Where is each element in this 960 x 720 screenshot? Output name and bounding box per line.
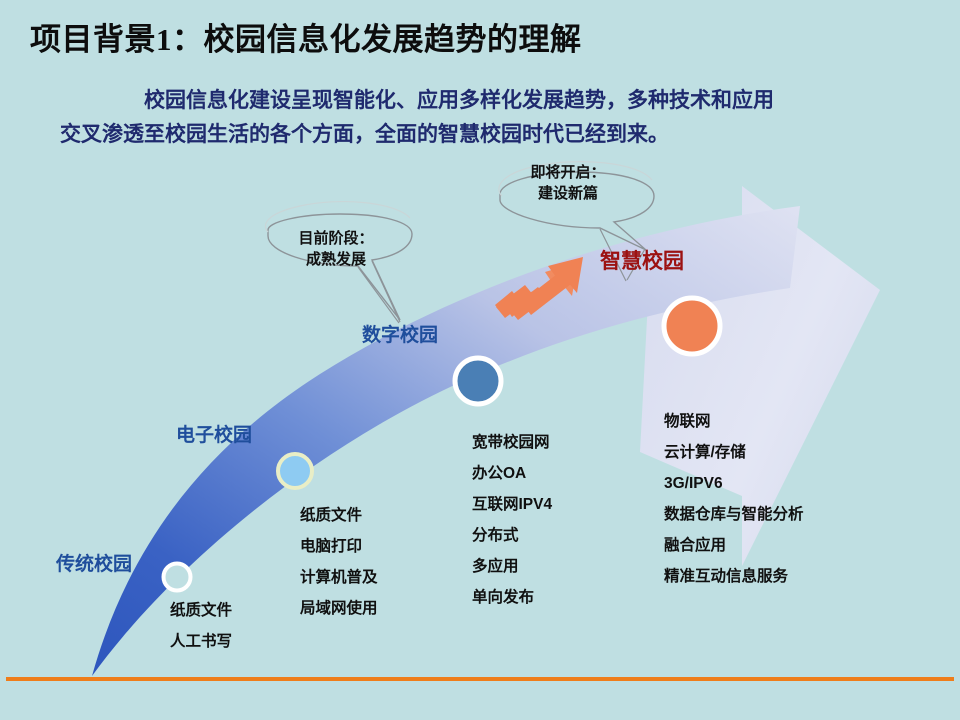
list-item: 精准互动信息服务 <box>664 568 789 585</box>
callout-current-stage-text: 目前阶段： 成熟发展 <box>276 228 396 270</box>
feature-list-smart-campus: 物联网 云计算/存储 3G/IPV6 数据仓库与智能分析 融合应用 精准互动信息… <box>664 406 804 592</box>
stage-label-digital-campus: 数字校园 <box>362 325 439 346</box>
list-item: 多应用 <box>472 558 519 575</box>
list-item: 互联网IPV4 <box>472 496 553 513</box>
list-item: 融合应用 <box>664 537 727 554</box>
callout-upcoming-stage-text: 即将开启： 建设新篇 <box>508 162 628 204</box>
list-item: 局域网使用 <box>300 600 378 617</box>
stage-marker-digital-campus <box>452 355 504 407</box>
list-item: 云计算/存储 <box>664 444 746 461</box>
subtitle-block: 校园信息化建设呈现智能化、应用多样化发展趋势，多种技术和应用 交叉渗透至校园生活… <box>60 84 910 152</box>
list-item: 宽带校园网 <box>472 434 550 451</box>
feature-list-digital-campus: 宽带校园网 办公OA 互联网IPV4 分布式 多应用 单向发布 <box>472 427 552 613</box>
list-item: 纸质文件 <box>170 602 233 619</box>
stage-label-electronic-campus: 电子校园 <box>176 425 253 446</box>
callout-bubble-current-stage <box>264 200 413 321</box>
list-item: 办公OA <box>472 465 527 482</box>
callout-current-stage-line1: 目前阶段： <box>298 230 374 247</box>
stage-marker-electronic-campus <box>276 452 314 490</box>
callout-upcoming-stage-line2: 建设新篇 <box>537 185 598 202</box>
stage-marker-traditional-campus <box>161 561 193 593</box>
subtitle-line-1: 校园信息化建设呈现智能化、应用多样化发展趋势，多种技术和应用 <box>144 89 774 112</box>
small-orange-arrow-body <box>496 257 583 320</box>
list-item: 人工书写 <box>170 633 233 650</box>
list-item: 电脑打印 <box>300 538 363 555</box>
stage-label-smart-campus: 智慧校园 <box>600 250 684 273</box>
stage-label-traditional-campus: 传统校园 <box>56 554 133 575</box>
list-item: 单向发布 <box>472 589 535 606</box>
feature-list-electronic-campus: 纸质文件 电脑打印 计算机普及 局域网使用 <box>300 500 378 624</box>
callout-upcoming-stage-line1: 即将开启： <box>530 164 606 181</box>
list-item: 3G/IPV6 <box>664 475 723 492</box>
list-item: 纸质文件 <box>300 507 363 524</box>
subtitle-line-2: 交叉渗透至校园生活的各个方面，全面的智慧校园时代已经到来。 <box>60 123 669 146</box>
list-item: 数据仓库与智能分析 <box>664 506 804 523</box>
bottom-accent-rule <box>6 677 954 681</box>
feature-list-traditional-campus: 纸质文件 人工书写 <box>170 595 232 657</box>
callout-bubble-upcoming-stage <box>498 161 655 282</box>
growth-curve-arrow <box>92 206 800 676</box>
list-item: 计算机普及 <box>300 569 378 586</box>
stage-marker-smart-campus <box>661 295 723 357</box>
list-item: 物联网 <box>664 413 711 430</box>
page-title: 项目背景1：校园信息化发展趋势的理解 <box>30 22 582 57</box>
callout-tail-current-stage <box>357 260 401 324</box>
list-item: 分布式 <box>472 527 519 544</box>
callout-current-stage-line2: 成熟发展 <box>305 251 366 268</box>
